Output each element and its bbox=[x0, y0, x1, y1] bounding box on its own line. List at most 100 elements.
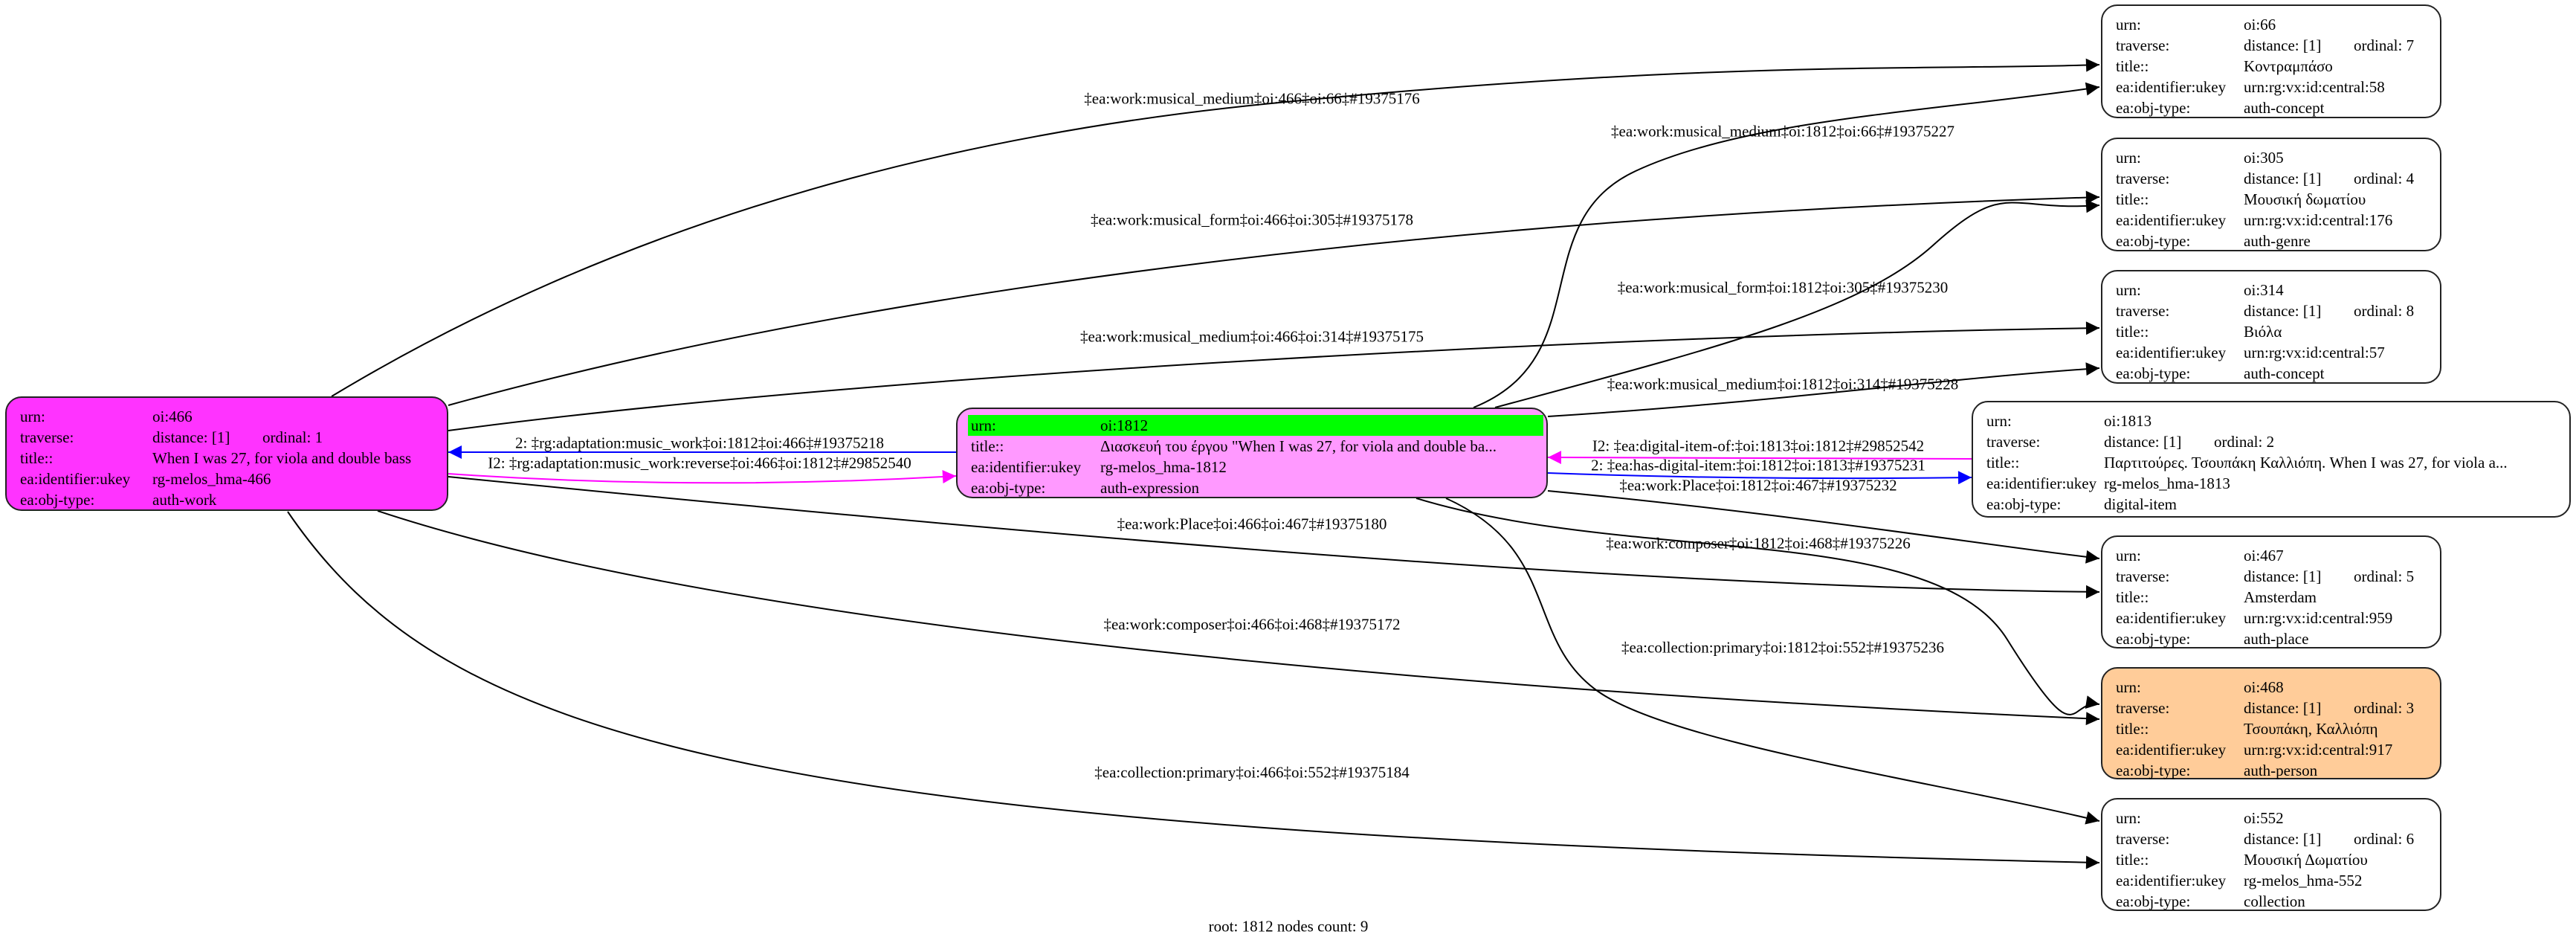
node-row-objtype: ea:obj-type:auth-concept bbox=[2113, 97, 2440, 118]
node-row-ukey: ea:identifier:ukey urn:rg:vx:id:central:5… bbox=[2113, 77, 2440, 97]
row-label: title:: bbox=[2116, 323, 2149, 341]
ordinal-value: ordinal: 7 bbox=[2354, 36, 2415, 54]
row-label: ea:identifier:ukey bbox=[2116, 78, 2227, 96]
row-label: urn: bbox=[2116, 547, 2141, 564]
edge-1812-66 bbox=[1473, 82, 2100, 408]
edge-label: 2: ‡rg:adaptation:music_work‡oi:1812‡oi:… bbox=[515, 434, 884, 452]
ordinal-value: ordinal: 8 bbox=[2354, 302, 2415, 320]
distance-value: distance: [1] bbox=[2244, 36, 2322, 54]
row-label: traverse: bbox=[2116, 170, 2170, 187]
node-oi-305[interactable]: urn: oi:305 traverse: distance: [1] ordinal:… bbox=[2101, 138, 2441, 251]
edge-label: I2: ‡rg:adaptation:music_work:reverse‡oi… bbox=[488, 454, 911, 472]
row-label: title:: bbox=[20, 449, 54, 467]
title-value: Κοντραμπάσο bbox=[2244, 57, 2333, 75]
urn-value: oi:466 bbox=[152, 408, 193, 425]
distance-value: distance: [1] bbox=[2244, 170, 2322, 187]
edge-label: ‡ea:collection:primary‡oi:1812‡oi:552‡#1… bbox=[1621, 638, 1944, 657]
edge-label: ‡ea:work:musical_form‡oi:466‡oi:305‡#193… bbox=[1091, 210, 1413, 229]
title-value: Διασκευή του έργου "When I was 27, for v… bbox=[1100, 437, 1497, 455]
edge-466-1812-reverse bbox=[448, 470, 957, 484]
ukey-value: urn:rg:vx:id:central:58 bbox=[2244, 78, 2385, 96]
edge-label: ‡ea:work:Place‡oi:466‡oi:467‡#19375180 bbox=[1117, 515, 1387, 533]
ukey-value: urn:rg:vx:id:central:959 bbox=[2244, 609, 2393, 627]
node-row-objtype: ea:obj-type: digital-item bbox=[1983, 494, 2569, 515]
node-row-urn: urn: oi:314 bbox=[2113, 280, 2440, 300]
urn-value: oi:314 bbox=[2244, 281, 2284, 299]
row-label: traverse: bbox=[2116, 302, 2170, 320]
edge-label: ‡ea:work:Place‡oi:1812‡oi:467‡#19375232 bbox=[1619, 476, 1897, 495]
edge-1812-314 bbox=[1547, 362, 2100, 417]
objtype-value: auth-work bbox=[152, 491, 217, 509]
row-label: urn: bbox=[2116, 281, 2141, 299]
node-row-urn: urn:oi:467 bbox=[2113, 545, 2440, 566]
row-label: ea:identifier:ukey bbox=[1986, 474, 2097, 492]
edge-label: ‡ea:work:musical_form‡oi:1812‡oi:305‡#19… bbox=[1617, 278, 1949, 297]
urn-value: oi:305 bbox=[2244, 149, 2284, 167]
urn-value: oi:468 bbox=[2244, 678, 2284, 696]
row-label: title:: bbox=[2116, 720, 2149, 738]
row-label: ea:obj-type: bbox=[2116, 232, 2191, 250]
row-label: traverse: bbox=[2116, 830, 2170, 848]
row-label: traverse: bbox=[20, 428, 74, 446]
edge-label: ‡ea:work:composer‡oi:466‡oi:468‡#1937517… bbox=[1103, 615, 1401, 634]
node-row-traverse: traverse: distance: [1] ordinal: 4 bbox=[2113, 168, 2440, 189]
row-label: ea:obj-type: bbox=[2116, 364, 2191, 382]
row-label: traverse: bbox=[2116, 567, 2170, 585]
row-label: urn: bbox=[2116, 149, 2141, 167]
node-row-objtype: ea:obj-type:auth-work bbox=[17, 489, 447, 510]
distance-value: distance: [1] bbox=[2104, 433, 2182, 451]
row-label: urn: bbox=[2116, 809, 2141, 827]
title-value: Amsterdam bbox=[2244, 588, 2317, 606]
objtype-value: auth-place bbox=[2244, 630, 2309, 648]
objtype-value: auth-person bbox=[2244, 762, 2318, 779]
node-row-traverse: traverse:distance: [1]ordinal: 2 bbox=[1983, 431, 2569, 452]
ukey-value: urn:rg:vx:id:central:917 bbox=[2244, 741, 2393, 759]
ukey-value: urn:rg:vx:id:central:57 bbox=[2244, 344, 2385, 361]
edge-label: ‡ea:work:musical_medium‡oi:466‡oi:314‡#1… bbox=[1080, 327, 1424, 346]
edge-1812-467 bbox=[1547, 490, 2100, 564]
row-label: title:: bbox=[2116, 57, 2149, 75]
node-row-urn: urn:oi:468 bbox=[2113, 677, 2440, 698]
urn-value: oi:1813 bbox=[2104, 412, 2152, 430]
row-label: ea:obj-type: bbox=[1986, 495, 2062, 513]
edge-label: 2: ‡ea:has-digital-item:‡oi:1812‡oi:1813… bbox=[1591, 456, 1925, 474]
row-label: ea:obj-type: bbox=[2116, 892, 2191, 910]
row-label: urn: bbox=[968, 415, 1099, 436]
row-label: urn: bbox=[20, 408, 45, 425]
row-label: title:: bbox=[2116, 851, 2149, 869]
row-label: title:: bbox=[1986, 454, 2020, 472]
edge-label: ‡ea:work:musical_medium‡oi:1812‡oi:66‡#1… bbox=[1611, 122, 1954, 141]
ordinal-value: ordinal: 1 bbox=[262, 428, 323, 446]
ordinal-value: ordinal: 4 bbox=[2354, 170, 2415, 187]
node-row-title: title::Κοντραμπάσο bbox=[2113, 56, 2440, 77]
node-row-objtype: ea:obj-type:auth-place bbox=[2113, 628, 2440, 649]
node-row-traverse: traverse:distance: [1]ordinal: 8 bbox=[2113, 300, 2440, 321]
node-row-title: title::Μουσική Δωματίου bbox=[2113, 849, 2440, 870]
ordinal-value: ordinal: 6 bbox=[2354, 830, 2415, 848]
edge-466-552 bbox=[287, 511, 2100, 869]
node-row-objtype: ea:obj-type:auth-genre bbox=[2113, 231, 2440, 251]
row-label: ea:identifier:ukey bbox=[2116, 344, 2227, 361]
row-label: traverse: bbox=[2116, 699, 2170, 717]
distance-value: distance: [1] bbox=[2244, 567, 2322, 585]
ukey-value: urn:rg:vx:id:central:176 bbox=[2244, 211, 2393, 229]
node-row-traverse: traverse:distance: [1]ordinal: 3 bbox=[2113, 698, 2440, 718]
node-row-urn: urn:oi:552 bbox=[2113, 808, 2440, 828]
edge-label: ‡ea:work:musical_medium‡oi:466‡oi:66‡#19… bbox=[1084, 89, 1420, 108]
row-label: title:: bbox=[2116, 588, 2149, 606]
objtype-value: digital-item bbox=[2104, 495, 2177, 513]
node-row-title: title::When I was 27, for viola and doub… bbox=[17, 448, 447, 469]
node-row-urn: urn:oi:1813 bbox=[1983, 411, 2569, 431]
urn-value: oi:66 bbox=[2244, 16, 2276, 33]
